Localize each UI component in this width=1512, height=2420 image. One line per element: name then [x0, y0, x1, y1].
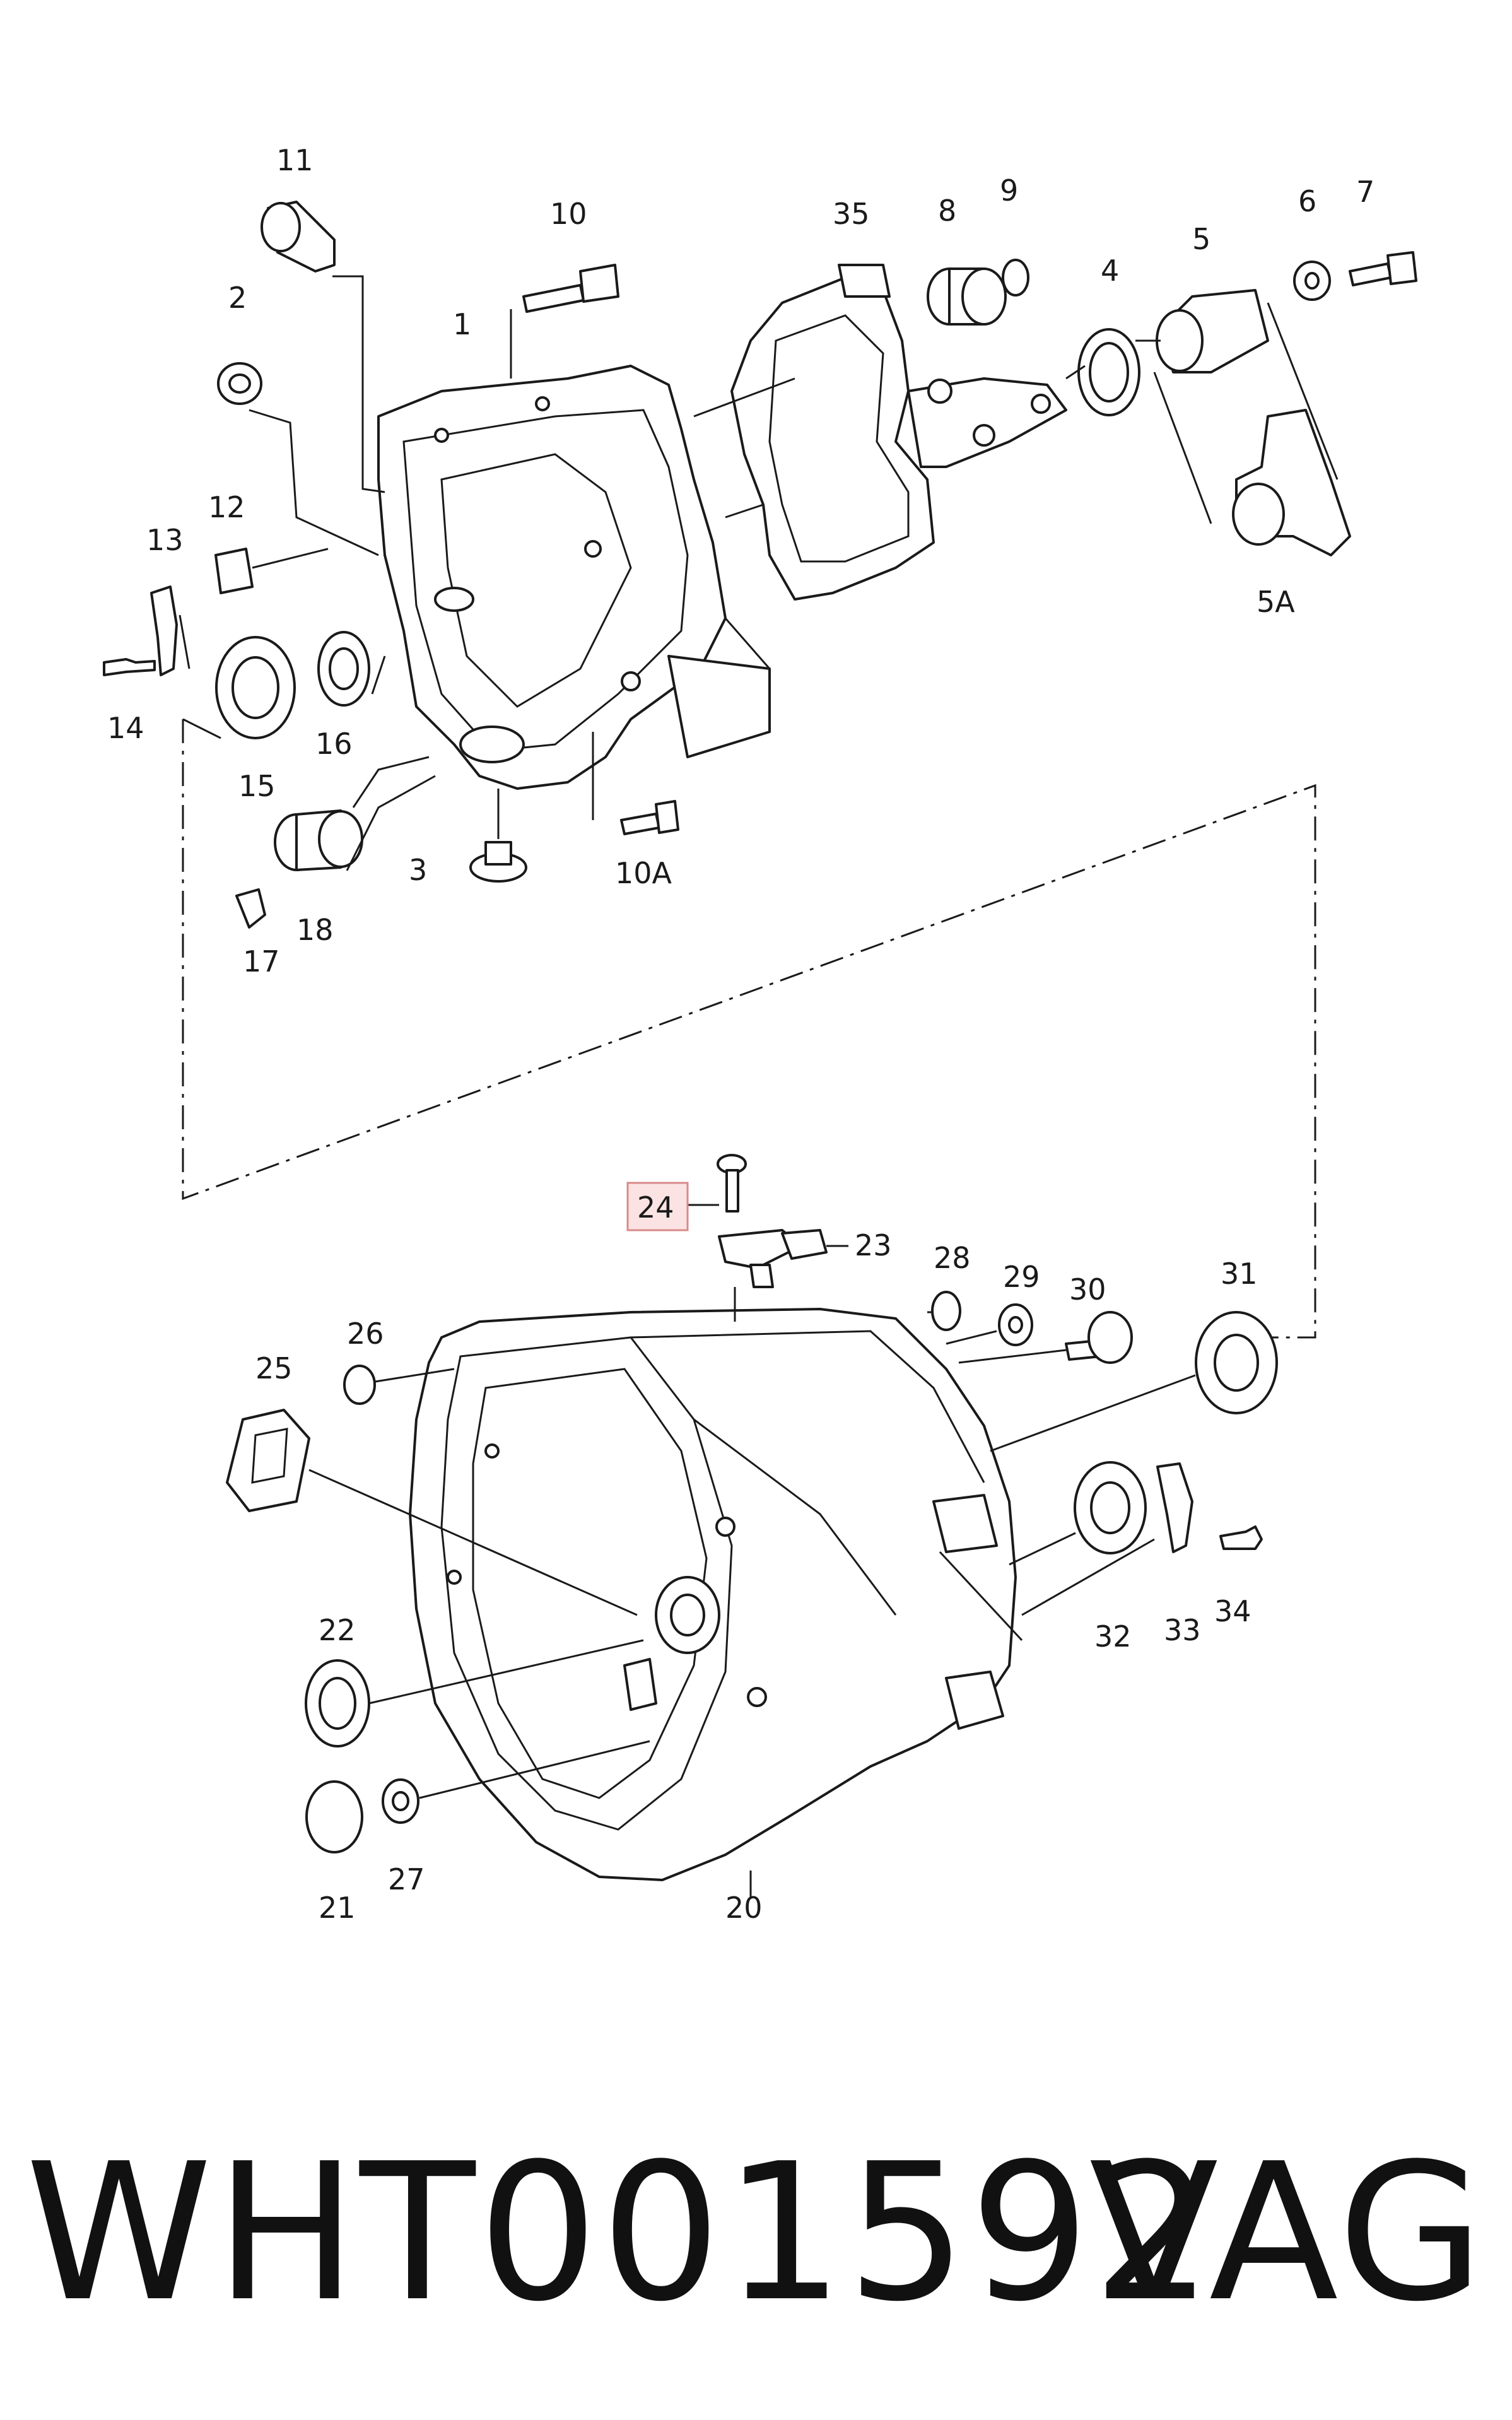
callout-21[interactable]: 21: [319, 1891, 356, 1925]
upper-leader-lines: [179, 275, 1339, 871]
flange-part-5[interactable]: [1156, 289, 1269, 373]
callout-9[interactable]: 9: [1000, 173, 1018, 208]
seal-part-16[interactable]: [317, 631, 370, 707]
bearing-part-32[interactable]: [1074, 1461, 1147, 1554]
callout-25[interactable]: 25: [255, 1351, 293, 1385]
callout-33[interactable]: 33: [1164, 1613, 1201, 1647]
callout-26[interactable]: 26: [347, 1317, 384, 1351]
callout-13[interactable]: 13: [146, 523, 184, 557]
callout-6[interactable]: 6: [1298, 184, 1316, 218]
plug-part-3[interactable]: [469, 841, 527, 883]
washer-part-6[interactable]: [1293, 261, 1331, 301]
callout-27[interactable]: 27: [388, 1862, 425, 1896]
seal-part-22[interactable]: [305, 1659, 370, 1747]
callout-20[interactable]: 20: [725, 1891, 763, 1925]
lower-leader-lines: [308, 1204, 1196, 1899]
nut-part-27[interactable]: [382, 1778, 419, 1824]
callout-5A[interactable]: 5A: [1257, 585, 1295, 619]
callout-23[interactable]: 23: [855, 1228, 892, 1262]
callout-28[interactable]: 28: [934, 1241, 971, 1275]
part-number: WHT001592: [25, 2123, 1216, 2343]
callout-8[interactable]: 8: [938, 194, 956, 228]
brand-name: VAG: [1089, 2123, 1487, 2343]
callout-1[interactable]: 1: [453, 307, 471, 341]
clutch-bell-housing[interactable]: [409, 1308, 1017, 1881]
callout-2[interactable]: 2: [228, 281, 247, 315]
callout-22[interactable]: 22: [319, 1613, 356, 1647]
footer: WHT001592 VAG: [25, 2120, 1487, 2347]
callout-10A[interactable]: 10A: [615, 856, 672, 890]
sleeve-part-28[interactable]: [931, 1291, 961, 1331]
plug-part-21[interactable]: [305, 1780, 363, 1853]
callout-17[interactable]: 17: [243, 944, 280, 978]
bolt-part-34[interactable]: [1219, 1525, 1263, 1550]
retainer-part-33[interactable]: [1156, 1462, 1193, 1553]
transmission-case-housing[interactable]: [377, 365, 771, 790]
callout-10[interactable]: 10: [550, 197, 587, 231]
clip-part-17[interactable]: [235, 888, 266, 929]
plug-part-11[interactable]: [261, 201, 336, 273]
callout-5[interactable]: 5: [1192, 222, 1210, 256]
highlight-box-callout-24: [626, 1182, 689, 1231]
callout-12[interactable]: 12: [208, 490, 245, 524]
callout-18[interactable]: 18: [296, 913, 334, 947]
callout-35[interactable]: 35: [833, 197, 870, 231]
bolt-part-30[interactable]: [1065, 1311, 1133, 1364]
flange-part-5A[interactable]: [1232, 409, 1351, 556]
callout-14[interactable]: 14: [107, 711, 144, 745]
shift-mechanism-bracket[interactable]: [730, 264, 1067, 601]
callout-11[interactable]: 11: [276, 143, 314, 177]
lever-part-13[interactable]: [150, 585, 178, 676]
cover-part-25[interactable]: [226, 1409, 310, 1512]
callout-3[interactable]: 3: [409, 853, 427, 887]
callout-7[interactable]: 7: [1356, 175, 1374, 209]
bolt-part-7[interactable]: [1349, 251, 1417, 286]
callout-31[interactable]: 31: [1221, 1257, 1258, 1291]
circlip-part-9[interactable]: [1002, 259, 1029, 297]
seal-part-4[interactable]: [1077, 328, 1140, 416]
assembly-boundary-line: [182, 719, 1316, 1339]
bearing-part-31[interactable]: [1195, 1311, 1278, 1414]
bolt-part-10[interactable]: [522, 264, 619, 313]
callout-30[interactable]: 30: [1069, 1272, 1106, 1307]
bushing-part-29[interactable]: [998, 1303, 1033, 1346]
bolt-part-24[interactable]: [717, 1154, 747, 1213]
callout-34[interactable]: 34: [1214, 1594, 1251, 1628]
callout-16[interactable]: 16: [315, 727, 353, 761]
bolt-part-14[interactable]: [103, 658, 156, 676]
bearing-part-15[interactable]: [215, 636, 296, 739]
needle-bearing-part-18[interactable]: [274, 809, 363, 871]
sleeve-part-12[interactable]: [214, 548, 254, 594]
callout-labels: 1 2 3 4 5 5A 6 7 8 9 10 10A 11 12 13 14 …: [107, 143, 1374, 1925]
bushing-part-8[interactable]: [927, 267, 1007, 326]
callout-4[interactable]: 4: [1101, 254, 1119, 288]
reverse-light-switch-part-23[interactable]: [718, 1229, 828, 1288]
bolt-part-10A[interactable]: [620, 800, 679, 835]
callout-29[interactable]: 29: [1003, 1260, 1040, 1294]
callout-32[interactable]: 32: [1094, 1619, 1132, 1653]
callout-15[interactable]: 15: [238, 769, 276, 803]
cap-part-2[interactable]: [217, 362, 262, 405]
callout-24[interactable]: 24: [637, 1190, 674, 1225]
sleeve-part-26[interactable]: [343, 1365, 376, 1405]
